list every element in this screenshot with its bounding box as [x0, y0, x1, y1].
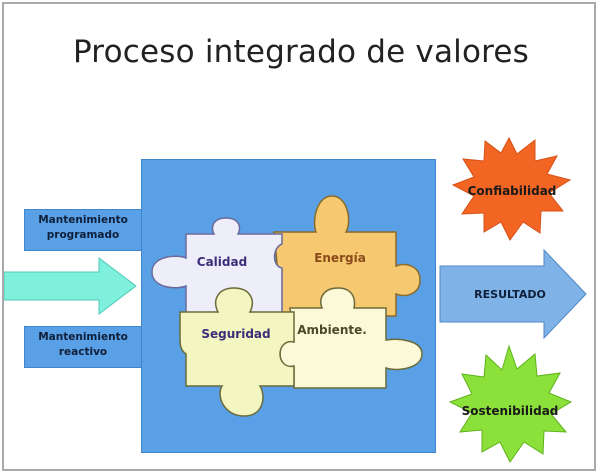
energia-label: Energía	[314, 251, 366, 265]
seguridad-label: Seguridad	[201, 327, 270, 341]
puzzle-piece-seguridad	[179, 287, 295, 417]
label-mantenimiento-programado: Mantenimiento programado	[24, 209, 142, 251]
calidad-label: Calidad	[197, 255, 247, 269]
ambiente-label: Ambiente.	[297, 323, 367, 337]
diagram-frame: Proceso integrado de valores Mantenimien…	[2, 2, 596, 471]
diagram-title: Proceso integrado de valores	[72, 34, 530, 70]
sostenibilidad-burst	[448, 344, 573, 463]
confiabilidad-burst	[451, 136, 572, 241]
result-arrow-label: RESULTADO	[474, 288, 546, 301]
input-arrow	[4, 256, 137, 316]
confiabilidad-label: Confiabilidad	[468, 184, 557, 198]
label-mantenimiento-reactivo: Mantenimiento reactivo	[24, 326, 142, 368]
diagram-graphics: RESULTADO Confiabilidad Sostenibilidad C…	[4, 136, 587, 463]
sostenibilidad-label: Sostenibilidad	[462, 404, 559, 418]
result-arrow	[439, 248, 587, 340]
